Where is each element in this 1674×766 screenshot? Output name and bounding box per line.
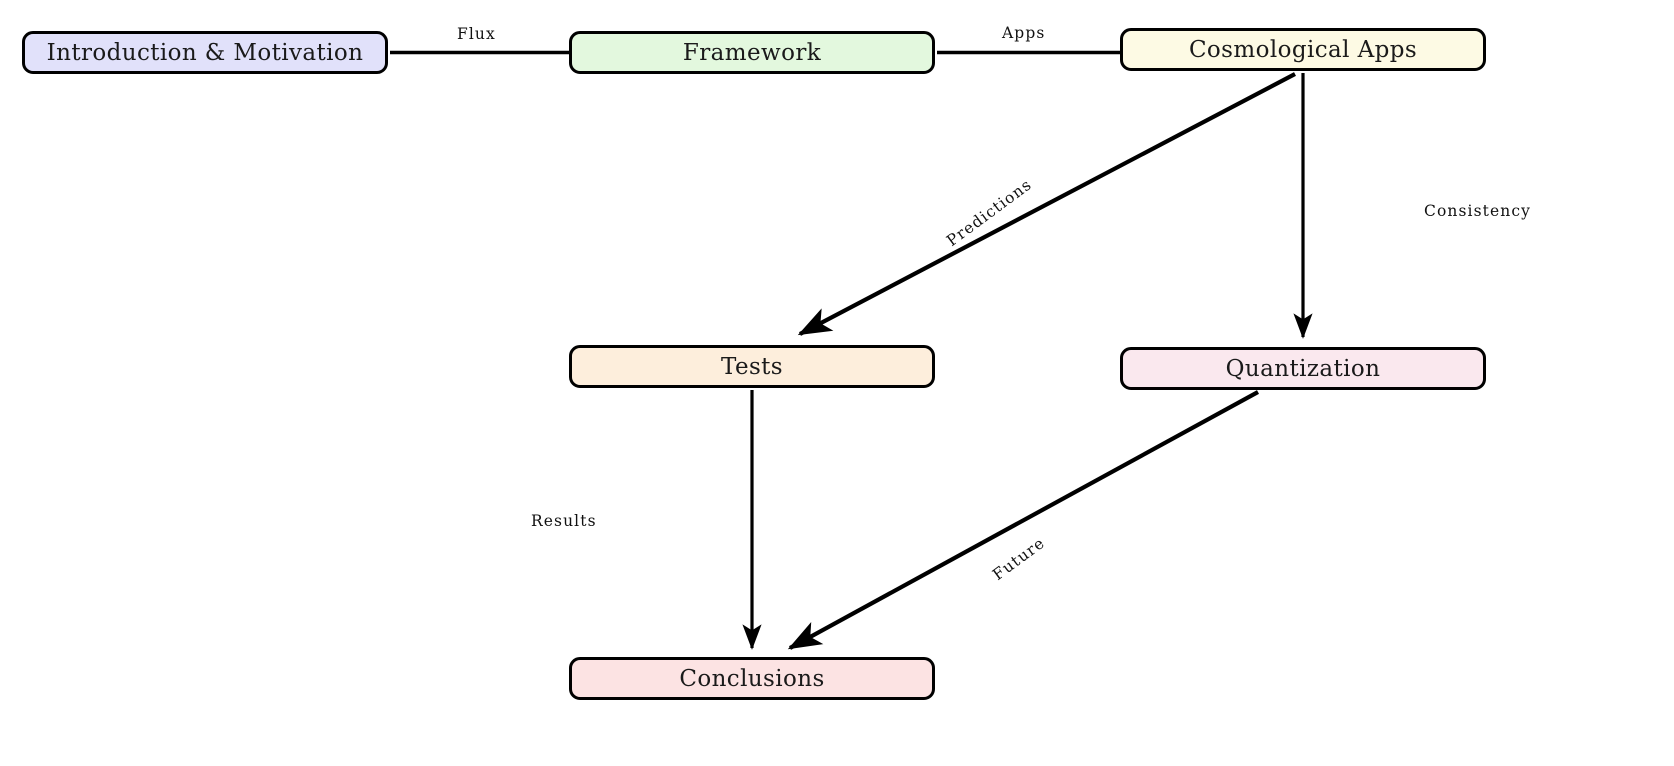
node-tests[interactable]: Tests xyxy=(569,345,935,388)
node-label: Conclusions xyxy=(679,665,825,692)
edge-quantization-to-conclusions xyxy=(787,390,1260,650)
edge-label-apps: Apps xyxy=(1002,24,1046,42)
node-framework[interactable]: Framework xyxy=(569,31,935,74)
node-cosmological-apps[interactable]: Cosmological Apps xyxy=(1120,28,1486,71)
node-introduction-motivation[interactable]: Introduction & Motivation xyxy=(22,31,388,74)
node-label: Cosmological Apps xyxy=(1188,36,1418,63)
node-label: Introduction & Motivation xyxy=(46,39,364,66)
node-conclusions[interactable]: Conclusions xyxy=(569,657,935,700)
edge-label-flux: Flux xyxy=(457,25,496,43)
edge-label-consistency: Consistency xyxy=(1424,202,1531,220)
edge-cosmoapps-to-tests xyxy=(797,72,1296,336)
node-label: Framework xyxy=(682,39,822,66)
node-label: Tests xyxy=(720,353,783,380)
node-label: Quantization xyxy=(1225,355,1381,382)
edge-label-results: Results xyxy=(531,512,597,530)
node-quantization[interactable]: Quantization xyxy=(1120,347,1486,390)
